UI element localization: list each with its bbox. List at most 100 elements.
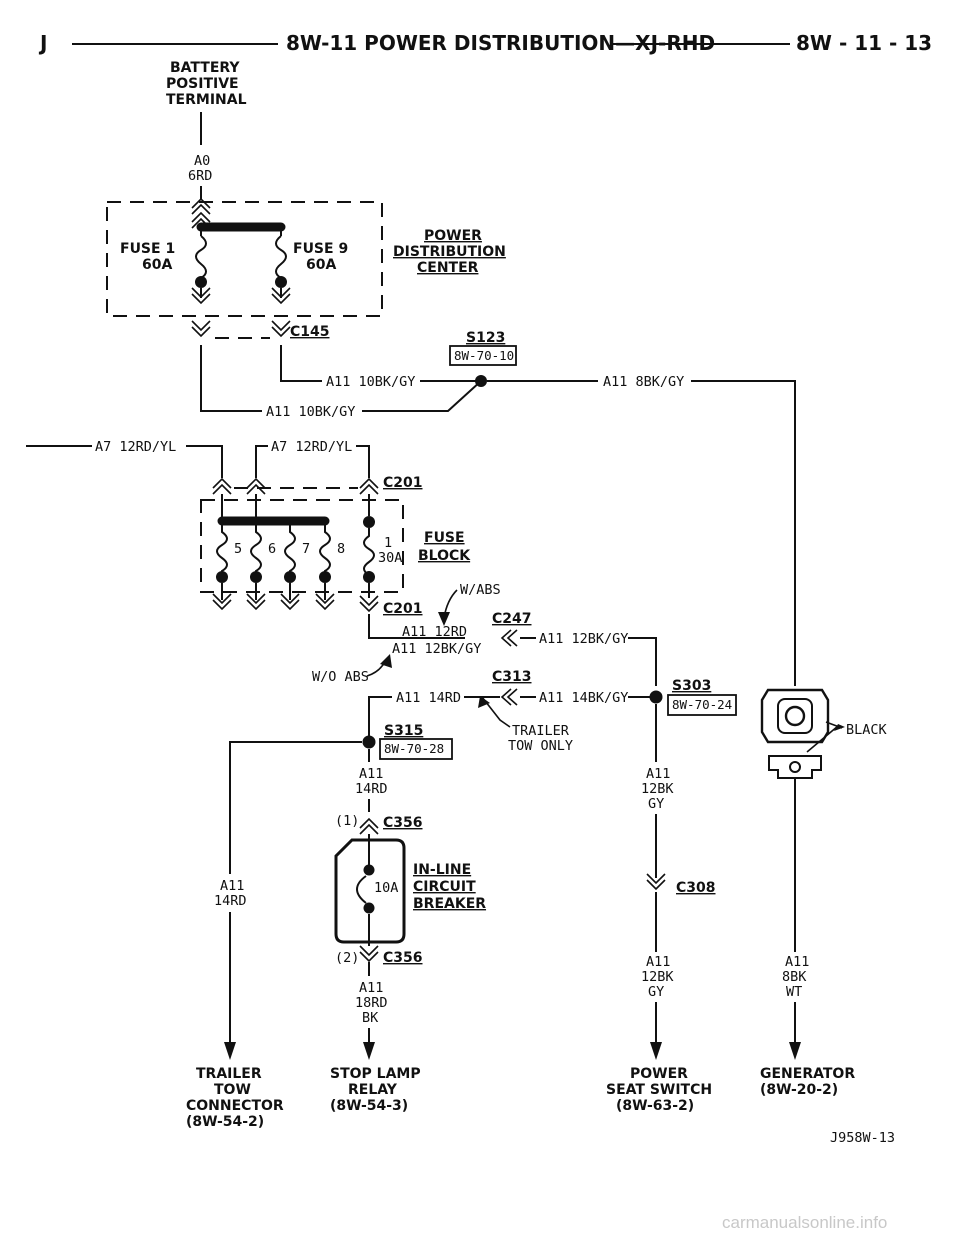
far-right-label-3: WT	[786, 984, 802, 1000]
splice-s123: S123 8W-70-10	[449, 330, 517, 387]
c308-label: C308	[676, 880, 716, 896]
breaker-rating: 10A	[374, 880, 398, 896]
mid-low-label-3: BK	[362, 1010, 379, 1026]
fuse-5-label: 5	[234, 541, 242, 557]
inline-circuit-breaker: 10A IN-LINE CIRCUIT BREAKER	[334, 834, 486, 946]
connector-c145: C145	[191, 320, 330, 340]
right-low-label-1: A11	[646, 954, 670, 970]
fuse-block: 5 6 7 8 1 30A FUSE BLOCK	[200, 494, 471, 612]
wire-a11-14bkgy: A11 14BK/GY	[539, 690, 628, 706]
generator-connector: BLACK	[760, 688, 888, 779]
c201-top-label: C201	[383, 475, 423, 491]
pdc-title-1: POWER	[424, 228, 482, 244]
woabs-label: W/O ABS	[312, 669, 369, 685]
fuse-1-block-label: 1	[384, 535, 392, 551]
c356-top-label: C356	[383, 815, 423, 831]
dest-seat-1: POWER	[630, 1066, 688, 1082]
s315-ref: 8W-70-28	[384, 741, 444, 756]
battery-label-2: POSITIVE	[166, 76, 239, 92]
right-col-label-2: 12BK	[641, 781, 674, 797]
c313-label: C313	[492, 669, 532, 685]
wire-a11-14rd: A11 14RD	[396, 690, 461, 706]
dest-stop-3: (8W-54-3)	[330, 1098, 408, 1114]
left-col-label-1: A11	[220, 878, 244, 894]
fuse-9-terminal	[275, 276, 287, 288]
mid-col-label-1: A11	[359, 766, 383, 782]
power-distribution-center: FUSE 1 60A FUSE 9 60A POWER DISTRIBUTION…	[106, 198, 506, 317]
destination-trailer-tow-connector: TRAILER TOW CONNECTOR (8W-54-2)	[186, 1066, 284, 1130]
wire-a0-label-2: 6RD	[188, 168, 212, 184]
c356-pin-2: (2)	[335, 950, 359, 966]
mid-low-label-1: A11	[359, 980, 383, 996]
fuse-1-terminal	[195, 276, 207, 288]
s303-label: S303	[672, 678, 711, 694]
fuse-9-symbol	[275, 235, 287, 279]
dest-trailer-3: CONNECTOR	[186, 1098, 284, 1114]
c356-pin-1: (1)	[335, 813, 359, 829]
dest-stop-2: RELAY	[348, 1082, 398, 1098]
wire-a11-8bkgy: A11 8BK/GY	[603, 374, 684, 390]
wire-a11-10bkgy-top: A11 10BK/GY	[326, 374, 415, 390]
pdc-title-3: CENTER	[417, 260, 479, 276]
watermark: carmanualsonline.info	[722, 1213, 887, 1232]
wire-a7-left: A7 12RD/YL	[95, 439, 176, 455]
dest-seat-3: (8W-63-2)	[616, 1098, 694, 1114]
fuse-8-label: 8	[337, 541, 345, 557]
fuse-block-title-2: BLOCK	[418, 548, 471, 564]
dest-seat-2: SEAT SWITCH	[606, 1082, 712, 1098]
dest-trailer-2: TOW	[214, 1082, 251, 1098]
black-label: BLACK	[846, 722, 888, 738]
c145-label: C145	[290, 324, 330, 340]
s123-label: S123	[466, 330, 505, 346]
mid-col-label-2: 14RD	[355, 781, 388, 797]
left-col-label-2: 14RD	[214, 893, 247, 909]
page-header: J 8W-11 POWER DISTRIBUTION—XJ-RHD 8W - 1…	[38, 31, 932, 55]
c356-bottom-label: C356	[383, 950, 423, 966]
pdc-title-2: DISTRIBUTION	[393, 244, 506, 260]
fuse-block-title-1: FUSE	[424, 530, 465, 546]
mid-low-label-2: 18RD	[355, 995, 388, 1011]
destination-generator: GENERATOR (8W-20-2)	[760, 1066, 855, 1098]
dest-gen-2: (8W-20-2)	[760, 1082, 838, 1098]
breaker-title-1: IN-LINE	[413, 862, 471, 878]
far-right-label-1: A11	[785, 954, 809, 970]
trailer-only-2: TOW ONLY	[508, 738, 573, 754]
wire-a11-10bkgy-bottom: A11 10BK/GY	[266, 404, 355, 420]
wire-a0-label-1: A0	[194, 153, 210, 169]
wabs-label: W/ABS	[460, 582, 501, 598]
header-left: J	[38, 31, 47, 55]
c247-label: C247	[492, 611, 532, 627]
s315-label: S315	[384, 723, 423, 739]
breaker-title-2: CIRCUIT	[413, 879, 476, 895]
trailer-only-1: TRAILER	[512, 723, 570, 739]
dest-gen-1: GENERATOR	[760, 1066, 855, 1082]
dest-trailer-4: (8W-54-2)	[186, 1114, 264, 1130]
splice-s315: S315 8W-70-28	[362, 723, 453, 760]
s123-ref: 8W-70-10	[454, 348, 514, 363]
right-col-label-1: A11	[646, 766, 670, 782]
fuse-7-label: 7	[302, 541, 310, 557]
fuse-1-block-rating: 30A	[378, 550, 402, 566]
right-col-label-3: GY	[648, 796, 664, 812]
header-page: 8W - 11 - 13	[796, 31, 932, 55]
dest-stop-1: STOP LAMP	[330, 1066, 421, 1082]
fuse-1-rating: 60A	[142, 257, 172, 273]
connector-c201-top: C201	[212, 475, 423, 495]
wire-a11-12rd: A11 12RD	[402, 624, 467, 640]
splice-s303: S303 8W-70-24	[649, 678, 737, 716]
right-low-label-2: 12BK	[641, 969, 674, 985]
destination-power-seat-switch: POWER SEAT SWITCH (8W-63-2)	[606, 1066, 712, 1114]
fuse-1-symbol	[195, 235, 207, 279]
battery-label-1: BATTERY	[170, 60, 240, 76]
figure-id: J958W-13	[830, 1130, 895, 1146]
s303-ref: 8W-70-24	[672, 697, 732, 712]
fuse-9-label: FUSE 9	[293, 241, 348, 257]
wire-a7-right: A7 12RD/YL	[271, 439, 352, 455]
breaker-title-3: BREAKER	[413, 896, 486, 912]
destination-stop-lamp-relay: STOP LAMP RELAY (8W-54-3)	[330, 1066, 421, 1114]
right-low-label-3: GY	[648, 984, 664, 1000]
wire-a11-12bkgy-b: A11 12BK/GY	[539, 631, 628, 647]
battery-label-3: TERMINAL	[166, 92, 247, 108]
fuse-9-rating: 60A	[306, 257, 336, 273]
